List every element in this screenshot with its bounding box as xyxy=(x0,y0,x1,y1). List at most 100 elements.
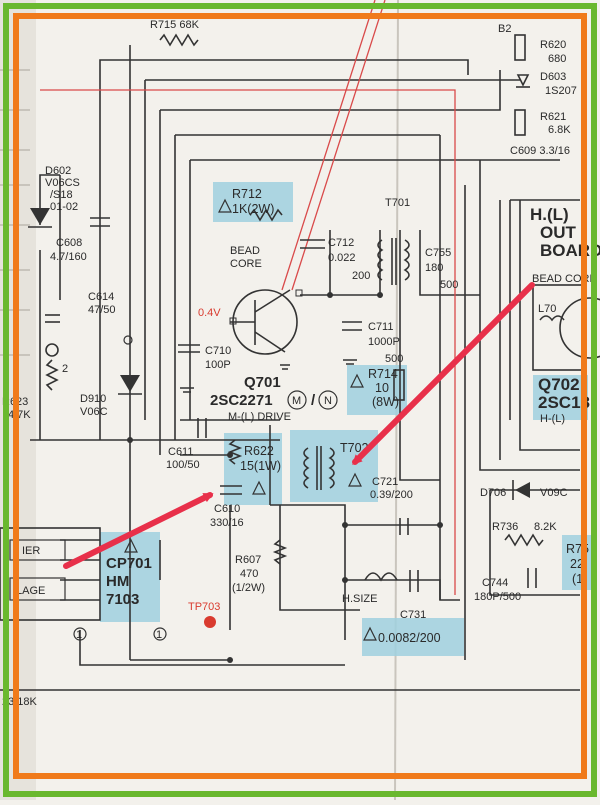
c710-value: 100P xyxy=(205,359,231,371)
c755-value-2: 500 xyxy=(440,279,458,291)
d602-value-2: /S18 xyxy=(50,189,73,201)
r621-value: 6.8K xyxy=(548,124,571,136)
d706-diode-symbol xyxy=(515,482,530,498)
r714-value-2: (8W) xyxy=(372,395,399,409)
r621-label: R621 xyxy=(540,111,566,123)
annotation-arrow-c610 xyxy=(63,492,214,569)
r712-label: R712 xyxy=(232,187,262,201)
q701-part: 2SC2271 xyxy=(210,392,273,409)
c755-value: 180 xyxy=(425,262,443,274)
b2-label: B2 xyxy=(498,23,511,35)
v09c-label: V09C xyxy=(540,487,568,499)
tp703-test-point xyxy=(204,616,216,628)
r607-value: 470 xyxy=(240,568,258,580)
r607-value-2: (1/2W) xyxy=(232,582,265,594)
c721-label: C721 xyxy=(372,476,398,488)
cp701-part: HM xyxy=(106,573,129,590)
d602-label: D602 xyxy=(45,165,71,177)
cp701-number: 7103 xyxy=(106,591,139,608)
c731-label: C731 xyxy=(400,609,426,621)
r715-label: R715 68K xyxy=(150,19,200,31)
warning-icon xyxy=(252,480,266,495)
pin-2-label: 2 xyxy=(62,363,68,375)
annotation-arrow-t702 xyxy=(352,282,535,465)
q701-grade-m: M xyxy=(292,395,301,407)
c614-value: 47/50 xyxy=(88,304,116,316)
q701-grade-m-circle xyxy=(287,390,307,410)
h-size-label: H.SIZE xyxy=(342,593,377,605)
c731-value: 0.0082/200 xyxy=(378,631,441,645)
c712-label: C712 xyxy=(328,237,354,249)
inner-orange-frame xyxy=(13,13,587,779)
r75-value: 22 xyxy=(570,557,584,571)
r714-label: R714 xyxy=(368,367,398,381)
c731-highlight xyxy=(362,618,464,656)
l70-label: L70 xyxy=(538,303,556,315)
c744-value: 180P/500 xyxy=(474,591,521,603)
q702-label: Q702 xyxy=(538,375,580,394)
r623-value: 4.7K xyxy=(8,409,31,421)
c755-label: C755 xyxy=(425,247,451,259)
bead-core-label-1: BEAD xyxy=(230,245,260,257)
q701-label: Q701 xyxy=(244,374,281,391)
c611-label: C611 xyxy=(168,446,193,458)
d603-value: 1S207 xyxy=(545,85,577,97)
c608-label: C608 xyxy=(56,237,82,249)
r714-highlight xyxy=(347,365,407,415)
r736-value: 8.2K xyxy=(534,521,557,533)
r714-value: 10 xyxy=(375,381,389,395)
d602-diode-symbol xyxy=(30,208,50,225)
q701-slash: / xyxy=(311,392,316,409)
warning-icon xyxy=(350,373,364,388)
c712-value-2: 200 xyxy=(352,270,370,282)
c711-value: 1000P xyxy=(368,336,400,348)
bottom-resistor-label: 23 18K xyxy=(2,696,38,708)
c610-label: C610 xyxy=(214,503,240,515)
r622-value: 15(1W) xyxy=(240,459,281,473)
c610-value: 330/16 xyxy=(210,517,244,529)
c721-value: 0.39/200 xyxy=(370,489,413,501)
warning-icons xyxy=(124,198,377,641)
r622-label: R622 xyxy=(244,444,274,458)
q702-value: 2SC18 xyxy=(538,393,590,412)
r620-value: 680 xyxy=(548,53,566,65)
q701-grade-n-circle xyxy=(318,390,338,410)
voltage-0-4v: 0.4V xyxy=(198,307,221,319)
t701-label: T701 xyxy=(385,197,410,209)
r712-value: 1K(2W) xyxy=(232,202,274,216)
component-labels: R715 68K B2 R620 680 D603 1S207 R621 6.8… xyxy=(2,19,600,708)
c609-label: C609 3.3/16 xyxy=(510,145,570,157)
r736-label: R736 xyxy=(492,521,518,533)
c711-label: C711 xyxy=(368,321,393,333)
q701-drive-label: M-(L) DRIVE xyxy=(228,411,291,423)
c712-value: 0.022 xyxy=(328,252,356,264)
bead-core-label-2: CORE xyxy=(230,258,262,270)
c744-label: C744 xyxy=(482,577,508,589)
d910-diode-symbol xyxy=(120,375,140,392)
h-out-board-label-1: H.(L) xyxy=(530,205,569,224)
d602-value-1: V06CS xyxy=(45,177,80,189)
pin-1-label: 1 xyxy=(76,629,82,641)
d910-value: V06C xyxy=(80,406,108,418)
q702-sub: H-(L) xyxy=(540,413,565,425)
warning-icon xyxy=(124,538,138,553)
d603-label: D603 xyxy=(540,71,566,83)
component-symbols xyxy=(28,33,600,663)
cp701-pin-label-1: IER xyxy=(22,545,40,557)
c710-label: C710 xyxy=(205,345,231,357)
c611-value: 100/50 xyxy=(166,459,200,471)
warning-icon xyxy=(218,198,232,213)
d602-value-3: 01-02 xyxy=(50,201,78,213)
cp701-label: CP701 xyxy=(106,555,152,572)
r75-value-2: (1 xyxy=(572,572,583,586)
c608-value: 4.7/160 xyxy=(50,251,87,263)
warning-icon xyxy=(363,626,377,641)
tp703-label: TP703 xyxy=(188,601,220,613)
circuit-wiring xyxy=(0,45,584,691)
q702-highlight xyxy=(533,375,588,420)
c711-value-2: 500 xyxy=(385,353,403,365)
pin-1-label-b: 1 xyxy=(156,629,162,641)
r620-label: R620 xyxy=(540,39,566,51)
r607-label: R607 xyxy=(235,554,261,566)
